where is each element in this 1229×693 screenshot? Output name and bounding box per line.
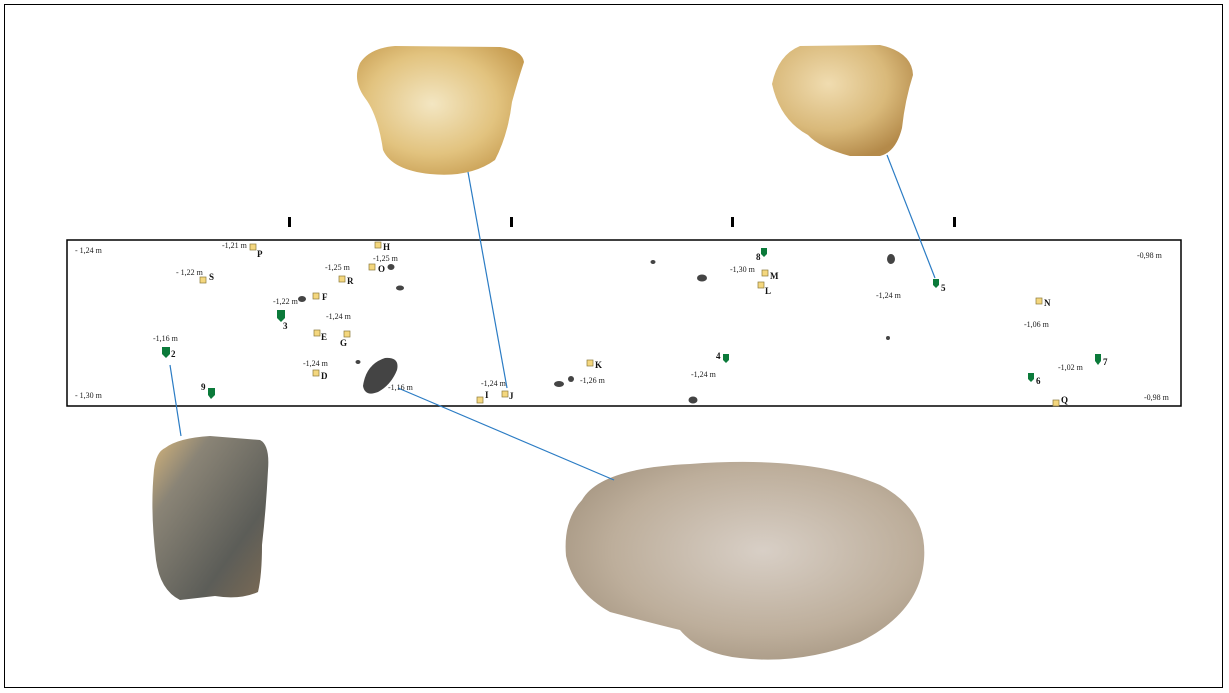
find-square-D [313, 370, 319, 376]
depth-label: -1,06 m [1024, 320, 1050, 329]
find-marker-label-2: 2 [171, 349, 176, 359]
find-label-R: R [347, 276, 354, 286]
find-square-M [762, 270, 768, 276]
find-marker-2 [162, 347, 170, 358]
depth-label: -1,26 m [580, 376, 606, 385]
find-square-I [477, 397, 483, 403]
stone [298, 296, 306, 302]
find-marker-label-4: 4 [716, 351, 721, 361]
find-label-P: P [257, 249, 263, 259]
stone [689, 397, 698, 404]
stone [356, 360, 361, 364]
depth-label: -0,98 m [1144, 393, 1170, 402]
stone [396, 286, 404, 291]
section-ticks [288, 217, 956, 227]
depth-label: - 1,30 m [75, 391, 103, 400]
find-marker-7 [1095, 354, 1101, 365]
photo-quartz-tool-top [357, 46, 524, 175]
depth-label: -1,25 m [325, 263, 351, 272]
find-marker-label-5: 5 [941, 283, 946, 293]
find-label-M: M [770, 271, 779, 281]
find-label-H: H [383, 242, 390, 252]
depth-label: -1,21 m [222, 241, 248, 250]
depth-label: -1,16 m [388, 383, 414, 392]
find-square-K [587, 360, 593, 366]
point-finds: 2 3 4 5 6 7 8 9 [162, 248, 1108, 399]
stone [554, 381, 564, 387]
leader-line [398, 388, 614, 480]
depth-label: -1,24 m [303, 359, 329, 368]
stone [887, 254, 895, 264]
depth-label: -1,22 m [273, 297, 299, 306]
find-label-O: O [378, 264, 385, 274]
find-square-H [375, 242, 381, 248]
section-tick [731, 217, 734, 227]
excavation-plan [67, 240, 1181, 406]
find-label-S: S [209, 272, 214, 282]
depth-label: - 1,22 m [176, 268, 204, 277]
find-square-P [250, 244, 256, 250]
find-label-I: I [485, 390, 489, 400]
stone [697, 275, 707, 282]
find-label-E: E [321, 332, 327, 342]
find-square-L [758, 282, 764, 288]
depth-label: -1,24 m [876, 291, 902, 300]
find-label-J: J [509, 391, 514, 401]
find-square-J [502, 391, 508, 397]
depth-labels: - 1,24 m - 1,30 m -0,98 m -0,98 m -1,21 … [75, 241, 1170, 402]
section-tick [510, 217, 513, 227]
find-label-L: L [765, 286, 771, 296]
find-square-R [339, 276, 345, 282]
find-marker-5 [933, 279, 939, 288]
find-square-G [344, 331, 350, 337]
stone [886, 336, 890, 340]
section-tick [953, 217, 956, 227]
find-marker-label-7: 7 [1103, 357, 1108, 367]
find-marker-6 [1028, 373, 1034, 382]
stone [388, 264, 395, 270]
stone [651, 260, 656, 264]
leader-line [170, 365, 181, 436]
depth-label: -1,24 m [326, 312, 352, 321]
find-label-D: D [321, 371, 328, 381]
depth-label: -0,98 m [1137, 251, 1163, 260]
find-marker-label-9: 9 [201, 382, 206, 392]
depth-label: -1,02 m [1058, 363, 1084, 372]
find-marker-4 [723, 354, 729, 363]
find-square-O [369, 264, 375, 270]
find-marker-9 [208, 388, 215, 399]
depth-label: -1,30 m [730, 265, 756, 274]
find-label-F: F [322, 292, 328, 302]
leader-line [468, 172, 507, 388]
find-square-S [200, 277, 206, 283]
find-square-F [313, 293, 319, 299]
find-marker-label-6: 6 [1036, 376, 1041, 386]
section-tick [288, 217, 291, 227]
find-square-N [1036, 298, 1042, 304]
find-marker-8 [761, 248, 767, 257]
depth-label: -1,25 m [373, 254, 399, 263]
depth-label: -1,16 m [153, 334, 179, 343]
find-marker-label-3: 3 [283, 321, 288, 331]
find-square-E [314, 330, 320, 336]
find-square-Q [1053, 400, 1059, 406]
find-label-Q: Q [1061, 395, 1068, 405]
depth-label: - 1,24 m [75, 246, 103, 255]
photo-flint-tool-bottom-left [152, 436, 268, 600]
stone [568, 376, 574, 382]
find-label-N: N [1044, 298, 1051, 308]
depth-label: -1,24 m [481, 379, 507, 388]
photo-flint-core-top-right [772, 45, 913, 156]
find-label-K: K [595, 360, 602, 370]
find-marker-label-8: 8 [756, 252, 761, 262]
depth-label: -1,24 m [691, 370, 717, 379]
find-label-G: G [340, 338, 347, 348]
photo-pebble-bottom [566, 462, 925, 660]
